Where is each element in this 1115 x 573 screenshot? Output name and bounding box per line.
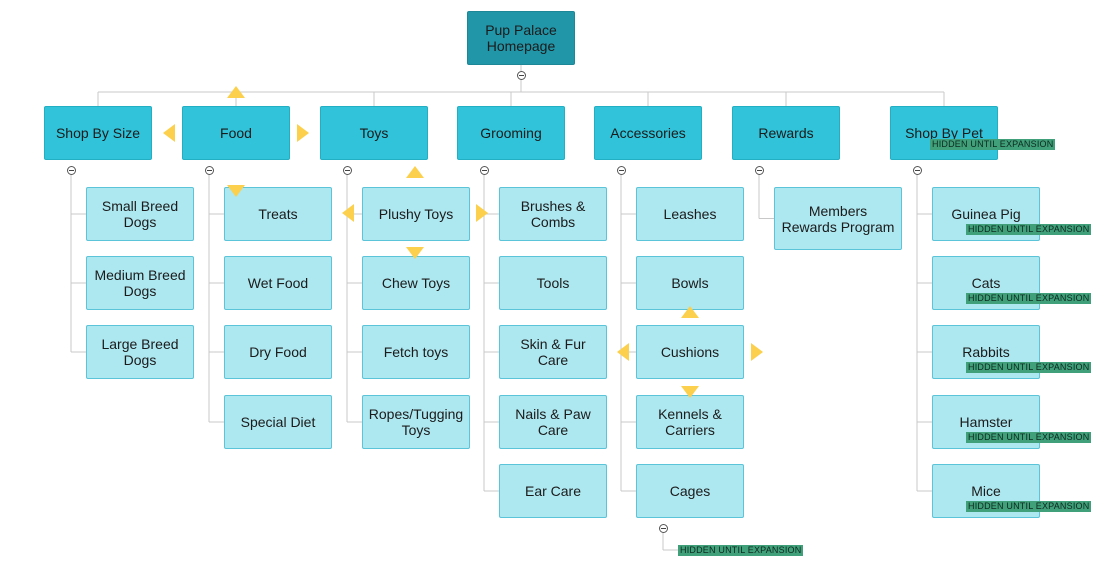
root-page-homepage-label: Pup Palace Homepage [485, 22, 557, 54]
page-bowls-label: Bowls [671, 275, 709, 291]
page-cages-label: Cages [669, 483, 711, 499]
page-ropes-tugging-toys[interactable]: Ropes/Tugging Toys [362, 395, 470, 449]
page-guinea-pig-label: Guinea Pig [951, 206, 1021, 222]
page-members-rewards-program-label: Members Rewards Program [781, 202, 895, 235]
page-mice-label: Mice [971, 483, 1001, 499]
page-kennels-carriers[interactable]: Kennels & Carriers [636, 395, 744, 449]
hidden-until-expansion-tag: HIDDEN UNTIL EXPANSION [966, 432, 1092, 443]
page-tools[interactable]: Tools [499, 256, 607, 310]
page-plushy-toys[interactable]: Plushy Toys [362, 187, 470, 241]
collapse-circle-icon[interactable] [912, 165, 922, 175]
page-hamster-label: Hamster [959, 414, 1013, 430]
page-cats-label: Cats [971, 275, 1001, 291]
page-special-diet[interactable]: Special Diet [224, 395, 332, 449]
arrow-down-handle-icon[interactable] [227, 185, 245, 197]
collapse-circle-icon[interactable] [616, 165, 626, 175]
page-small-breed-dogs-label: Small Breed Dogs [101, 198, 179, 230]
page-cushions[interactable]: Cushions [636, 325, 744, 379]
page-skin-fur-care-label: Skin & Fur Care [520, 336, 586, 368]
page-cages[interactable]: Cages [636, 464, 744, 518]
section-rewards[interactable]: Rewards [732, 106, 840, 160]
collapse-circle-icon[interactable] [342, 165, 352, 175]
page-large-breed-dogs[interactable]: Large Breed Dogs [86, 325, 194, 379]
arrow-right-handle-icon[interactable] [751, 343, 763, 361]
page-large-breed-dogs-label: Large Breed Dogs [101, 336, 179, 368]
page-dry-food-label: Dry Food [249, 344, 307, 360]
section-accessories-label: Accessories [610, 125, 686, 141]
page-tools-label: Tools [536, 275, 570, 291]
root-page-homepage[interactable]: Pup Palace Homepage [467, 11, 575, 65]
section-accessories[interactable]: Accessories [594, 106, 702, 160]
arrow-left-handle-icon[interactable] [617, 343, 629, 361]
section-grooming-label: Grooming [480, 125, 542, 141]
collapse-circle-icon[interactable] [754, 165, 764, 175]
arrow-left-handle-icon[interactable] [342, 204, 354, 222]
collapse-circle-icon[interactable] [204, 165, 214, 175]
section-rewards-label: Rewards [758, 125, 814, 141]
page-nails-paw-care-label: Nails & Paw Care [515, 406, 591, 438]
page-nails-paw-care[interactable]: Nails & Paw Care [499, 395, 607, 449]
page-dry-food[interactable]: Dry Food [224, 325, 332, 379]
page-plushy-toys-label: Plushy Toys [378, 206, 454, 222]
page-treats-label: Treats [258, 206, 298, 222]
page-chew-toys[interactable]: Chew Toys [362, 256, 470, 310]
arrow-right-handle-icon[interactable] [297, 124, 309, 142]
page-bowls[interactable]: Bowls [636, 256, 744, 310]
page-rabbits-label: Rabbits [962, 344, 1010, 360]
page-ropes-tugging-toys-label: Ropes/Tugging Toys [368, 406, 464, 438]
hidden-until-expansion-tag: HIDDEN UNTIL EXPANSION [966, 293, 1092, 304]
page-ear-care-label: Ear Care [524, 483, 582, 499]
hidden-until-expansion-tag: HIDDEN UNTIL EXPANSION [966, 224, 1092, 235]
page-medium-breed-dogs-label: Medium Breed Dogs [94, 267, 186, 299]
collapse-circle-icon[interactable] [66, 165, 76, 175]
page-small-breed-dogs[interactable]: Small Breed Dogs [86, 187, 194, 241]
collapse-circle-icon[interactable] [516, 70, 526, 80]
page-wet-food[interactable]: Wet Food [224, 256, 332, 310]
page-skin-fur-care[interactable]: Skin & Fur Care [499, 325, 607, 379]
page-fetch-toys-label: Fetch toys [383, 344, 449, 360]
hidden-until-expansion-tag: HIDDEN UNTIL EXPANSION [966, 501, 1092, 512]
hidden-until-expansion-tag: HIDDEN UNTIL EXPANSION [930, 139, 1056, 150]
page-kennels-carriers-label: Kennels & Carriers [658, 406, 722, 438]
arrow-down-handle-icon[interactable] [681, 386, 699, 398]
hidden-until-expansion-tag: HIDDEN UNTIL EXPANSION [966, 362, 1092, 373]
page-fetch-toys[interactable]: Fetch toys [362, 325, 470, 379]
page-brushes-combs[interactable]: Brushes & Combs [499, 187, 607, 241]
arrow-up-handle-icon[interactable] [681, 306, 699, 318]
section-food-label: Food [220, 125, 252, 141]
page-chew-toys-label: Chew Toys [381, 275, 451, 291]
arrow-right-handle-icon[interactable] [476, 204, 488, 222]
page-members-rewards-program[interactable]: Members Rewards Program [774, 187, 902, 250]
section-grooming[interactable]: Grooming [457, 106, 565, 160]
page-wet-food-label: Wet Food [247, 275, 309, 291]
page-leashes[interactable]: Leashes [636, 187, 744, 241]
page-brushes-combs-label: Brushes & Combs [520, 198, 586, 230]
page-medium-breed-dogs[interactable]: Medium Breed Dogs [86, 256, 194, 310]
arrow-left-handle-icon[interactable] [163, 124, 175, 142]
collapse-circle-icon[interactable] [658, 523, 668, 533]
section-size-label: Shop By Size [55, 125, 141, 141]
arrow-up-handle-icon[interactable] [406, 166, 424, 178]
section-pet[interactable]: Shop By Pet [890, 106, 998, 160]
section-toys[interactable]: Toys [320, 106, 428, 160]
section-size[interactable]: Shop By Size [44, 106, 152, 160]
hidden-until-expansion-tag: HIDDEN UNTIL EXPANSION [678, 545, 804, 556]
page-leashes-label: Leashes [663, 206, 717, 222]
section-toys-label: Toys [359, 125, 389, 141]
arrow-down-handle-icon[interactable] [406, 247, 424, 259]
page-special-diet-label: Special Diet [240, 414, 316, 430]
collapse-circle-icon[interactable] [479, 165, 489, 175]
section-food[interactable]: Food [182, 106, 290, 160]
arrow-up-handle-icon[interactable] [227, 86, 245, 98]
section-pet-label: Shop By Pet [905, 125, 983, 141]
page-ear-care[interactable]: Ear Care [499, 464, 607, 518]
page-cushions-label: Cushions [660, 344, 720, 360]
